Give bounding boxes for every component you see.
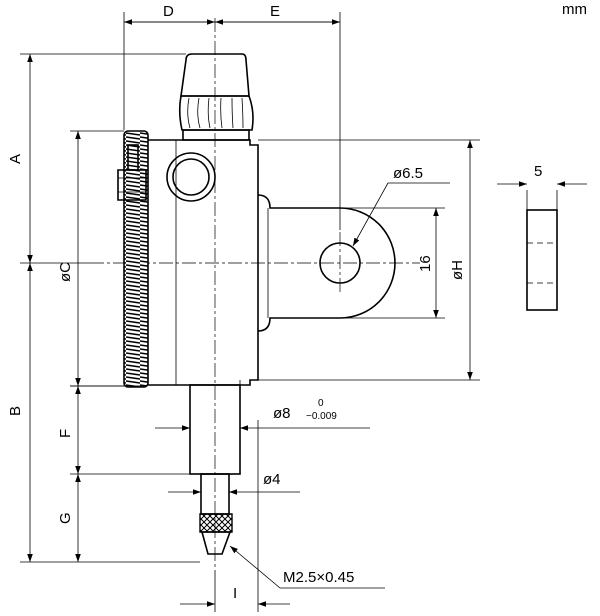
label-a: A xyxy=(7,154,24,164)
dim-f-g: F G xyxy=(57,385,201,562)
label-e: E xyxy=(270,3,280,20)
dim-spindle: ø4 xyxy=(168,471,300,498)
label-h: øH xyxy=(449,260,466,280)
dim-thread: M2.5×0.45 xyxy=(229,545,385,589)
dim-lug-hole-text: ø6.5 xyxy=(393,165,423,182)
dim-stem-text: ø8 xyxy=(273,405,291,422)
dim-stem: ø8 0 −0.009 xyxy=(155,380,370,435)
dim-d-e: D E xyxy=(123,3,341,230)
label-d: D xyxy=(163,3,174,20)
label-g: G xyxy=(57,512,74,524)
indicator-body xyxy=(117,53,396,555)
dim-lug-thickness: 5 xyxy=(534,163,542,180)
unit-label: mm xyxy=(562,1,587,18)
label-i: I xyxy=(233,585,237,602)
dim-lug-height: 16 xyxy=(417,255,434,272)
dim-h-16: øH 16 xyxy=(258,139,480,381)
dim-lug-hole: ø6.5 xyxy=(352,165,450,247)
dim-stem-tol-upper: 0 xyxy=(318,398,324,409)
label-c: øC xyxy=(57,262,74,282)
label-f: F xyxy=(57,429,74,438)
dim-spindle-text: ø4 xyxy=(263,471,281,488)
dim-stem-tol-lower: −0.009 xyxy=(306,411,337,422)
dim-thread-text: M2.5×0.45 xyxy=(283,569,354,586)
dim-c: øC xyxy=(57,130,124,387)
dim-a-b: A B xyxy=(7,53,200,563)
dim-i: I xyxy=(180,420,290,612)
lug-side-view: 5 xyxy=(497,163,587,311)
label-b: B xyxy=(7,406,24,416)
